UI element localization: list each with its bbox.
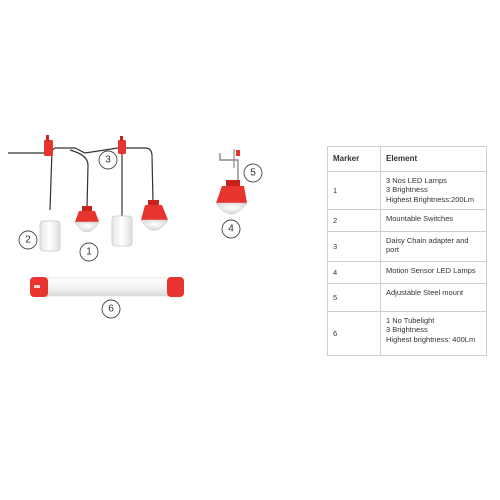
table-row: 1 3 Nos LED Lamps 3 Brightness Highest B…: [327, 171, 487, 210]
svg-text:3: 3: [105, 155, 111, 166]
legend-table: Marker Element 1 3 Nos LED Lamps 3 Brigh…: [327, 146, 487, 356]
header-marker: Marker: [327, 146, 381, 172]
row-element: Mountable Switches: [380, 209, 487, 232]
table-row: 2 Mountable Switches: [327, 209, 487, 232]
marker-2: 2: [18, 230, 38, 250]
led-lamp-icon: [140, 200, 169, 231]
svg-text:4: 4: [228, 224, 234, 235]
marker-3: 3: [98, 150, 118, 170]
table-header-row: Marker Element: [327, 146, 487, 172]
row-marker: 1: [327, 171, 381, 210]
svg-text:2: 2: [25, 235, 31, 246]
motion-sensor-lamp-icon: [215, 180, 248, 215]
daisy-chain-connector-icon: [44, 135, 126, 156]
led-lamp-icon: [74, 206, 100, 233]
product-illustration: 1 2 3 4 5 6: [8, 135, 263, 319]
svg-text:6: 6: [108, 304, 114, 315]
table-row: 6 1 No Tubelight 3 Brightness Highest br…: [327, 311, 487, 356]
marker-4: 4: [221, 219, 241, 239]
tubelight-icon: [30, 277, 184, 297]
table-row: 5 Adjustable Steel mount: [327, 283, 487, 312]
row-marker: 4: [327, 261, 381, 284]
row-element: Motion Sensor LED Lamps: [380, 261, 487, 284]
marker-1: 1: [79, 242, 99, 262]
row-element: 1 No Tubelight 3 Brightness Highest brig…: [380, 311, 487, 356]
svg-text:1: 1: [86, 247, 92, 258]
header-element: Element: [380, 146, 487, 172]
daisy-chain-wires: [8, 147, 154, 218]
row-element: 3 Nos LED Lamps 3 Brightness Highest Bri…: [380, 171, 487, 210]
marker-5: 5: [243, 163, 263, 183]
table-row: 4 Motion Sensor LED Lamps: [327, 261, 487, 284]
row-marker: 6: [327, 311, 381, 356]
adjustable-steel-mount-icon: [219, 149, 240, 183]
table-row: 3 Daisy Chain adapter and port: [327, 231, 487, 262]
svg-text:5: 5: [250, 168, 256, 179]
row-element: Adjustable Steel mount: [380, 283, 487, 312]
row-marker: 2: [327, 209, 381, 232]
row-marker: 3: [327, 231, 381, 262]
row-marker: 5: [327, 283, 381, 312]
row-element: Daisy Chain adapter and port: [380, 231, 487, 262]
mountable-switch-icon: [39, 215, 133, 252]
marker-6: 6: [101, 299, 121, 319]
